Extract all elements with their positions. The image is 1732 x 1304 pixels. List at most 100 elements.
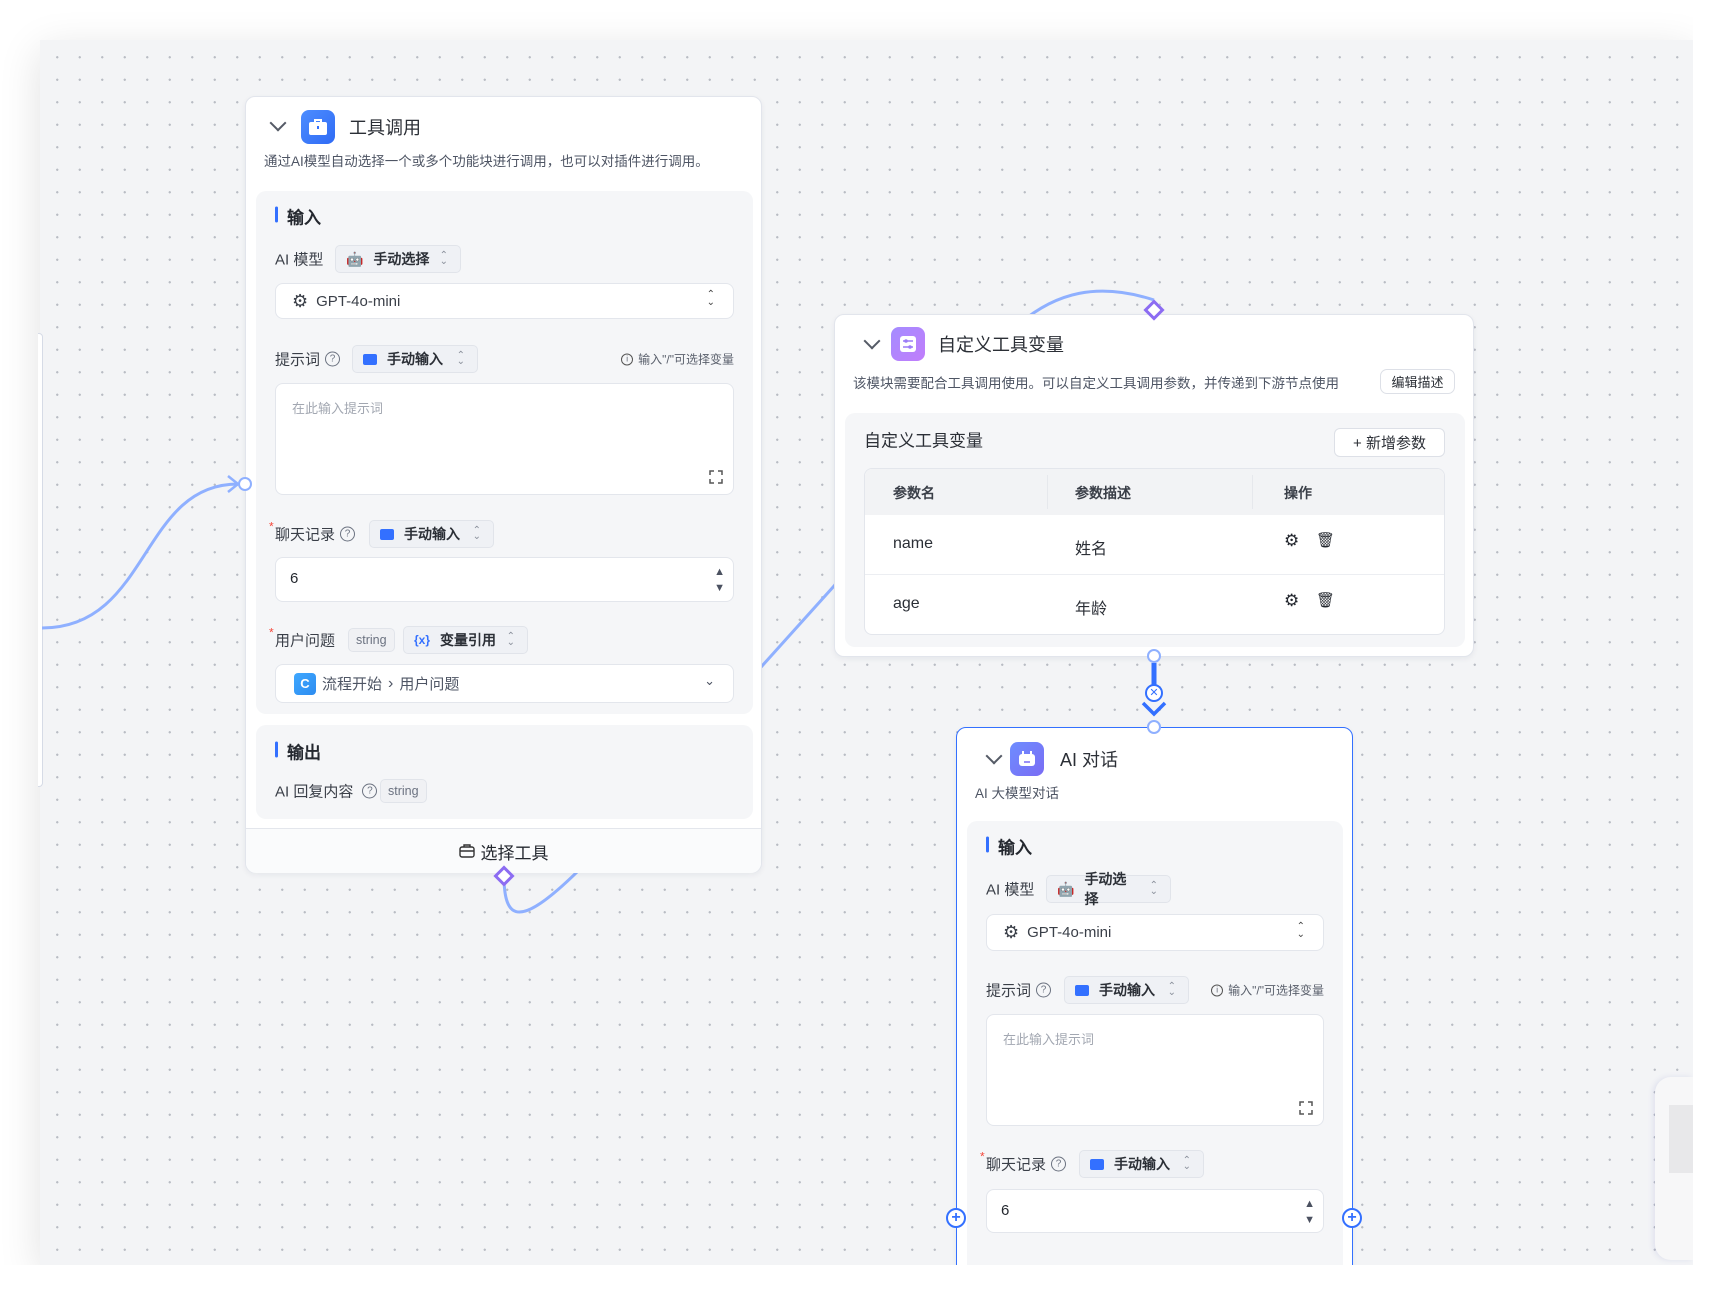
param-desc: 姓名: [1075, 541, 1108, 558]
node-custom-tool-vars[interactable]: 自定义工具变量 该模块需要配合工具调用使用。可以自定义工具调用参数，并传递到下游…: [834, 314, 1474, 657]
node-title: 自定义工具变量: [938, 335, 1064, 355]
settings-icon[interactable]: ⚙: [1284, 591, 1300, 610]
chat-history-mode-select[interactable]: 手动输入⌃⌄: [1079, 1150, 1204, 1178]
node-title: 工具调用: [349, 118, 421, 138]
ai-model-label: AI 模型: [986, 881, 1035, 899]
settings-icon[interactable]: ⚙: [1284, 531, 1300, 550]
help-icon[interactable]: ?: [1036, 982, 1052, 998]
robot-icon: 🤖: [346, 250, 364, 267]
text-input-icon: [363, 353, 377, 365]
prompt-mode-select[interactable]: 手动输入⌃⌄: [352, 345, 478, 373]
section-title: 输入: [275, 204, 321, 229]
required-mark: *: [269, 625, 274, 640]
frame-right: [1693, 0, 1732, 1304]
type-badge: string: [380, 779, 427, 803]
column-header: 参数描述: [1075, 485, 1131, 501]
prompt-label: 提示词?: [986, 980, 1052, 1001]
add-right-handle-icon[interactable]: +: [1342, 1208, 1362, 1228]
offscreen-node-edge[interactable]: [38, 333, 43, 787]
stepper-arrows[interactable]: ▲▼: [714, 566, 725, 594]
section-title: 自定义工具变量: [864, 431, 983, 451]
updown-icon: ⌃⌄: [706, 289, 715, 308]
chat-history-number-input[interactable]: 6 ▲▼: [986, 1189, 1324, 1233]
updown-icon: ⌃⌄: [472, 525, 481, 542]
prompt-placeholder: 在此输入提示词: [292, 401, 384, 416]
info-icon: i: [621, 353, 634, 365]
minimap-panel[interactable]: [1655, 1077, 1693, 1260]
updown-icon: ⌃⌄: [456, 350, 465, 367]
chat-history-number-input[interactable]: 6 ▲▼: [275, 557, 734, 602]
column-header: 参数名: [893, 485, 935, 501]
param-name: age: [893, 595, 920, 612]
model-select[interactable]: ⚙GPT-4o-mini⌃⌄: [275, 283, 734, 319]
updown-icon: ⌃⌄: [1296, 921, 1305, 940]
stepper-arrows[interactable]: ▲▼: [1304, 1198, 1315, 1226]
toolbox-icon: [458, 844, 475, 858]
user-question-label: *用户问题: [269, 625, 336, 650]
node-title: AI 对话: [1060, 750, 1119, 770]
params-table: 参数名 参数描述 操作 name 姓名 ⚙ 🗑 age 年龄 ⚙ 🗑: [864, 468, 1445, 635]
sliders-icon: [891, 327, 925, 361]
input-section: 输入 AI 模型 🤖手动选择⌃⌄ ⚙GPT-4o-mini⌃⌄ 提示词? 手动输…: [967, 821, 1343, 1301]
node-tool-call[interactable]: 工具调用 通过AI模型自动选择一个或多个功能块进行调用，也可以对插件进行调用。 …: [245, 96, 762, 873]
table-row[interactable]: age 年龄 ⚙ 🗑: [865, 575, 1444, 634]
chat-history-mode-select[interactable]: 手动输入⌃⌄: [369, 520, 494, 548]
toolbox-icon: [301, 110, 335, 144]
delete-edge-icon[interactable]: ✕: [1145, 684, 1163, 702]
table-row[interactable]: name 姓名 ⚙ 🗑: [865, 515, 1444, 575]
expand-icon[interactable]: [709, 470, 723, 484]
node-description: 通过AI模型自动选择一个或多个功能块进行调用，也可以对插件进行调用。: [264, 154, 709, 169]
model-select[interactable]: ⚙GPT-4o-mini⌃⌄: [986, 914, 1324, 951]
collapse-chevron-icon[interactable]: [863, 332, 881, 350]
ai-model-mode-select[interactable]: 🤖手动选择⌃⌄: [1046, 871, 1171, 907]
user-question-mode-select[interactable]: {x}变量引用⌃⌄: [403, 626, 528, 654]
help-icon[interactable]: ?: [325, 351, 341, 367]
help-icon[interactable]: ?: [362, 783, 378, 799]
column-divider: [1047, 475, 1048, 509]
section-title: 输入: [986, 834, 1032, 859]
text-input-icon: [1075, 984, 1089, 996]
tool-call-input-handle[interactable]: [238, 477, 252, 491]
ai-chat-input-handle[interactable]: [1147, 720, 1161, 734]
chevron-right-icon: ›: [388, 674, 394, 692]
prompt-textarea[interactable]: 在此输入提示词: [986, 1014, 1324, 1126]
edit-description-button[interactable]: 编辑描述: [1380, 369, 1455, 394]
collapse-chevron-icon[interactable]: [985, 747, 1003, 765]
flow-start-icon: C: [294, 672, 316, 695]
openai-icon: ⚙: [292, 290, 309, 311]
param-name: name: [893, 535, 934, 552]
required-mark: *: [269, 519, 274, 534]
add-param-button[interactable]: + 新增参数: [1334, 428, 1445, 457]
expand-icon[interactable]: [1299, 1101, 1313, 1115]
info-icon: i: [1211, 984, 1224, 996]
chat-history-label: *聊天记录?: [269, 520, 356, 545]
variable-reference-select[interactable]: C 流程开始›用户问题 ⌄: [275, 664, 734, 703]
trash-icon[interactable]: 🗑: [1316, 592, 1336, 609]
help-icon[interactable]: ?: [1051, 1156, 1067, 1172]
help-icon[interactable]: ?: [340, 526, 356, 542]
output-field-label: AI 回复内容?: [275, 781, 378, 802]
updown-icon: ⌃⌄: [1149, 880, 1158, 897]
add-left-handle-icon[interactable]: +: [946, 1208, 966, 1228]
number-value: 6: [290, 570, 299, 587]
prompt-textarea[interactable]: 在此输入提示词: [275, 383, 734, 495]
openai-icon: ⚙: [1003, 922, 1020, 942]
prompt-mode-select[interactable]: 手动输入⌃⌄: [1064, 976, 1189, 1004]
table-header: 参数名 参数描述 操作: [865, 469, 1444, 515]
minimap-viewport[interactable]: [1669, 1105, 1693, 1173]
column-divider: [1252, 475, 1253, 509]
updown-icon: ⌃⌄: [506, 631, 515, 648]
custom-vars-output-handle[interactable]: [1147, 649, 1161, 663]
updown-icon: ⌃⌄: [439, 250, 448, 267]
number-input-icon: [1090, 1158, 1104, 1170]
prompt-placeholder: 在此输入提示词: [1003, 1032, 1095, 1047]
ai-model-mode-select[interactable]: 🤖手动选择⌃⌄: [335, 245, 461, 273]
node-description: AI 大模型对话: [975, 786, 1060, 801]
required-mark: *: [980, 1149, 985, 1164]
collapse-chevron-icon[interactable]: [269, 114, 287, 132]
param-desc: 年龄: [1075, 601, 1108, 618]
node-ai-chat[interactable]: AI 对话 AI 大模型对话 输入 AI 模型 🤖手动选择⌃⌄ ⚙GPT-4o-…: [956, 727, 1353, 1301]
trash-icon[interactable]: 🗑: [1316, 532, 1336, 549]
